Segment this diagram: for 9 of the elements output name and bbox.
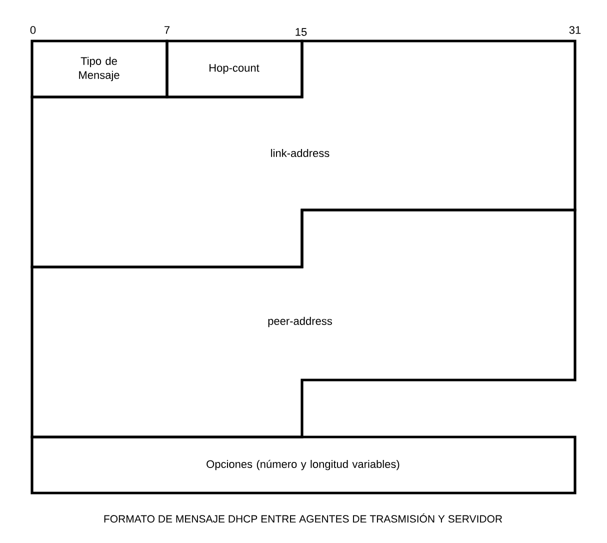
bit-number: 15 bbox=[296, 28, 307, 36]
field-block: Hop-count bbox=[166, 40, 304, 98]
caption: FORMATO DE MENSAJE DHCP ENTRE AGENTES DE TRASMISIÓN Y SERVIDOR bbox=[104, 513, 502, 523]
field-block: peer-address bbox=[30, 208, 576, 438]
field-block: Tipo de Mensaje bbox=[30, 40, 168, 98]
bit-number: 0 bbox=[30, 26, 36, 34]
bit-number: 31 bbox=[569, 26, 581, 34]
field-block: Opciones (número y longitud variables) bbox=[30, 436, 576, 494]
bit-number: 7 bbox=[164, 26, 170, 34]
